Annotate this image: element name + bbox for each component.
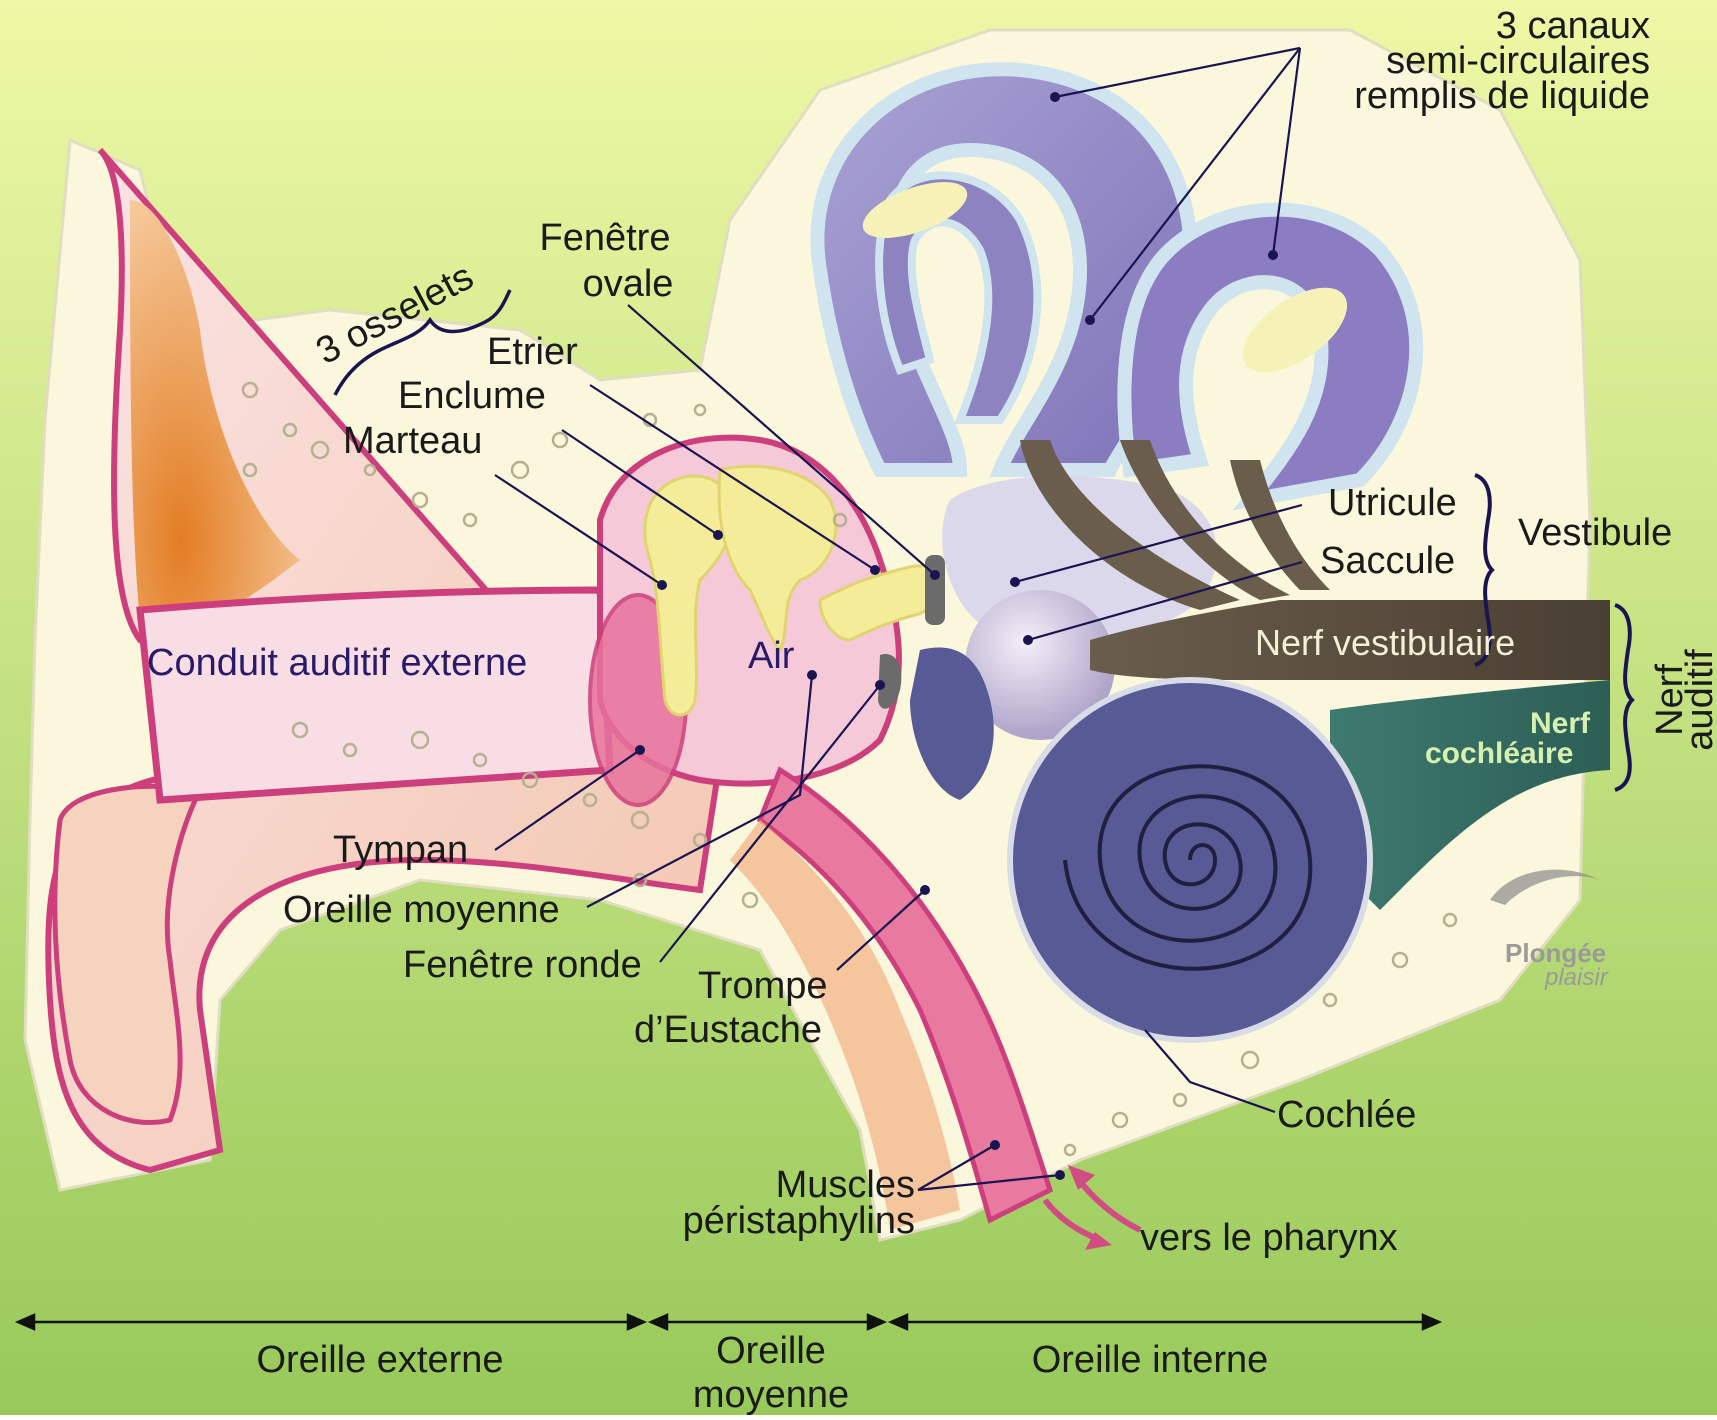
region-externe: Oreille externe xyxy=(256,1339,503,1381)
label-air: Air xyxy=(748,635,795,677)
label-vestibule: Vestibule xyxy=(1518,512,1672,554)
label-marteau: Marteau xyxy=(343,420,482,462)
label-trompe-2: d’Eustache xyxy=(634,1009,822,1051)
label-muscles-2: péristaphylins xyxy=(683,1200,915,1242)
label-fenetre-ovale-2: ovale xyxy=(583,263,674,305)
label-enclume: Enclume xyxy=(398,375,546,417)
label-cochlee: Cochlée xyxy=(1277,1094,1416,1136)
label-tympan: Tympan xyxy=(333,829,468,871)
label-utricule: Utricule xyxy=(1328,482,1457,524)
label-saccule: Saccule xyxy=(1320,540,1455,582)
ear-canal xyxy=(140,590,610,800)
logo-line2: plaisir xyxy=(1544,964,1609,991)
region-moyenne-2: moyenne xyxy=(693,1374,849,1415)
label-nerf-cochleaire-2: cochléaire xyxy=(1425,737,1573,770)
label-pharynx: vers le pharynx xyxy=(1140,1217,1398,1259)
label-fenetre-ronde: Fenêtre ronde xyxy=(403,944,642,986)
label-trompe-1: Trompe xyxy=(698,965,828,1007)
oval-window xyxy=(925,555,945,625)
region-interne: Oreille interne xyxy=(1032,1339,1269,1381)
label-nerf-cochleaire-1: Nerf xyxy=(1530,707,1591,740)
label-etrier: Etrier xyxy=(487,331,578,373)
region-moyenne-1: Oreille xyxy=(716,1330,826,1372)
label-conduit: Conduit auditif externe xyxy=(147,642,527,684)
label-fenetre-ovale-1: Fenêtre xyxy=(540,217,671,259)
label-oreille-moyenne: Oreille moyenne xyxy=(283,889,560,931)
label-canals-3: remplis de liquide xyxy=(1354,75,1650,117)
label-nerf-auditif-2: auditif xyxy=(1679,649,1717,751)
label-nerf-vestibulaire: Nerf vestibulaire xyxy=(1255,622,1515,663)
